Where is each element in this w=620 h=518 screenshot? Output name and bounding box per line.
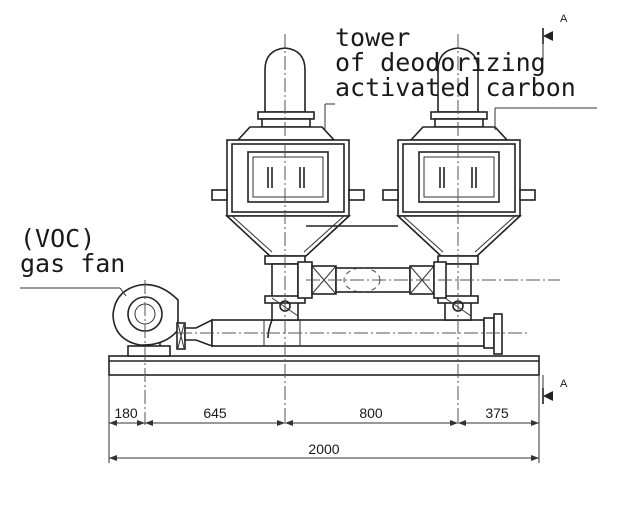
fan-label-line2: gas fan [20, 249, 125, 278]
section-mark-top: A [542, 13, 568, 60]
tower-label-line1: tower [335, 23, 410, 52]
dim-segment-1: 180 [114, 405, 138, 421]
center-lines [144, 34, 560, 425]
fan-label: (VOC) gas fan [20, 224, 125, 278]
gas-fan [112, 283, 213, 357]
carbon-tower-1 [211, 47, 365, 339]
dimension-labels: 180 645 800 375 2000 [114, 405, 509, 457]
section-mark-bottom: A [542, 375, 568, 404]
fan-label-line1: (VOC) [20, 224, 95, 253]
section-label-bottom: A [560, 378, 568, 390]
dim-segment-3: 800 [359, 405, 383, 421]
tower-label-line2: of deodorizing [335, 48, 546, 77]
leader-lines [20, 103, 597, 297]
tower-label-line3: activated carbon [335, 73, 576, 102]
dim-segment-4: 375 [485, 405, 509, 421]
dim-total: 2000 [308, 441, 339, 457]
base-frame [108, 355, 540, 376]
carbon-tower-2 [382, 47, 536, 321]
dimension-lines [108, 375, 540, 463]
tower-label: tower of deodorizing activated carbon [335, 23, 576, 102]
dim-segment-2: 645 [203, 405, 227, 421]
section-label-top: A [560, 13, 568, 25]
